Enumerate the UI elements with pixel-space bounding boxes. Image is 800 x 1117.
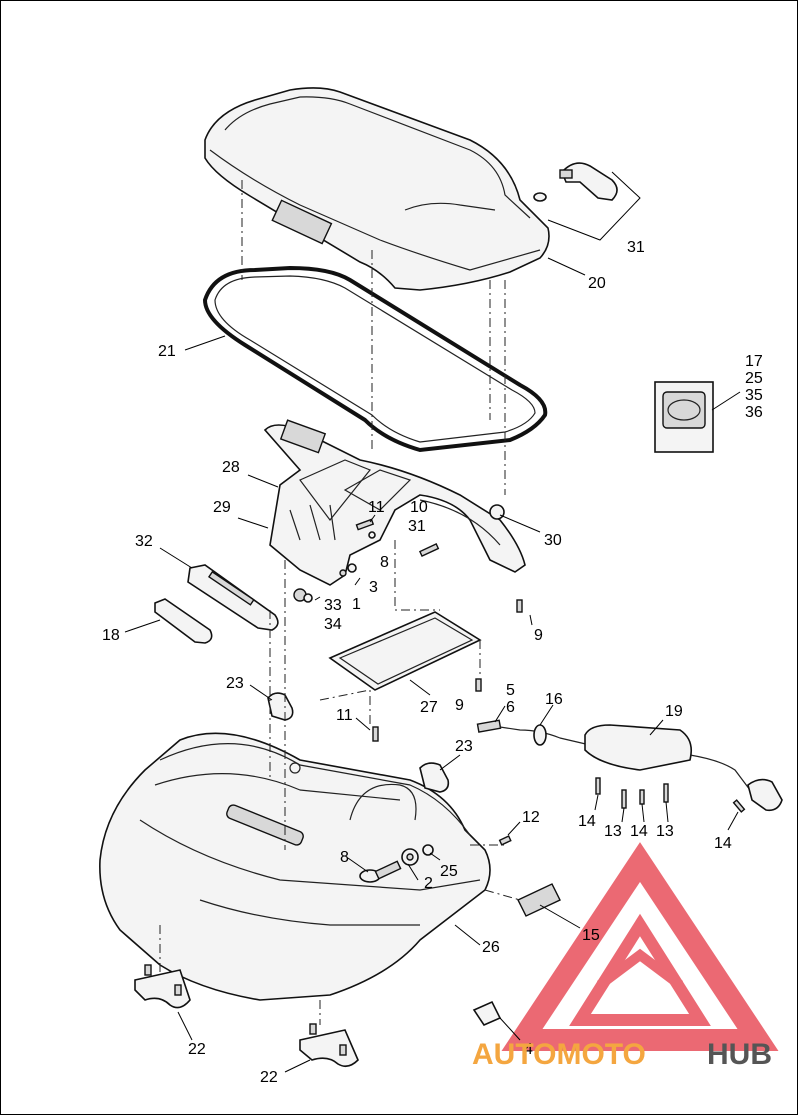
- callout-25b: 25: [440, 863, 458, 880]
- watermark-text: AUTOMOTO HUB: [472, 1038, 772, 1071]
- mount-22-lower: [299, 1023, 359, 1068]
- callout-32: 32: [135, 533, 153, 550]
- alignment-lines: [159, 180, 521, 1025]
- inner-frame-part: [263, 419, 526, 586]
- callout-21: 21: [158, 343, 176, 360]
- latch-hardware-part: [359, 835, 512, 883]
- callout-14a: 14: [578, 813, 596, 830]
- callout-8b: 8: [340, 849, 349, 866]
- callout-6: 6: [506, 699, 515, 716]
- callout-8: 8: [380, 554, 389, 571]
- callout-9b: 9: [455, 697, 464, 714]
- latch-plate-part: [154, 598, 213, 644]
- watermark-text-part1: AUTOMOTO: [472, 1038, 646, 1071]
- callout-10: 10: [410, 499, 428, 516]
- lid-handle-part: [533, 162, 618, 202]
- callout-12: 12: [522, 809, 540, 826]
- callout-5: 5: [506, 682, 515, 699]
- clip-23-left: [267, 692, 294, 721]
- hardware-fasteners: [293, 504, 523, 742]
- watermark-text-part2: HUB: [707, 1038, 772, 1071]
- clip-23-right: [419, 762, 450, 793]
- remote-latch-module-part: [476, 719, 783, 813]
- reflector-15-part: [517, 883, 561, 917]
- trim-strip-part: [187, 564, 279, 631]
- callout-29: 29: [213, 499, 231, 516]
- decal-kit-part: [654, 381, 714, 453]
- callout-23: 23: [226, 675, 244, 692]
- callout-27: 27: [420, 699, 438, 716]
- callout-30: 30: [544, 532, 562, 549]
- lid-part: [204, 87, 550, 291]
- callout-28: 28: [222, 459, 240, 476]
- callout-35: 35: [745, 387, 763, 404]
- callout-labels: 31 20 21 17 25 35 36 28 29 11 10 31 30 8…: [102, 239, 763, 1086]
- callout-16: 16: [545, 691, 563, 708]
- callout-31: 31: [627, 239, 645, 256]
- callout-4: 4: [524, 1041, 533, 1058]
- callout-14c: 14: [714, 835, 732, 852]
- callout-11b: 11: [336, 707, 353, 724]
- callout-25: 25: [745, 370, 763, 387]
- seal-part: [202, 265, 548, 453]
- watermark-logo: [501, 842, 779, 1051]
- callout-31b: 31: [408, 518, 426, 535]
- callout-22: 22: [188, 1041, 206, 1058]
- callout-20: 20: [588, 275, 606, 292]
- mount-22-upper: [134, 964, 191, 1009]
- callout-26: 26: [482, 939, 500, 956]
- callout-14b: 14: [630, 823, 648, 840]
- callout-2: 2: [424, 875, 433, 892]
- callout-9: 9: [534, 627, 543, 644]
- callout-13b: 13: [656, 823, 674, 840]
- clip-4-part: [472, 1000, 502, 1027]
- bracket-31: [547, 171, 641, 241]
- callout-34: 34: [324, 616, 342, 633]
- saddlebag-body-part: [99, 732, 491, 1001]
- callout-1: 1: [352, 596, 361, 613]
- callout-15: 15: [582, 927, 600, 944]
- callout-11: 11: [368, 499, 385, 516]
- callout-23b: 23: [455, 738, 473, 755]
- callout-33: 33: [324, 597, 342, 614]
- callout-17: 17: [745, 353, 763, 370]
- panel-27-part: [328, 611, 482, 691]
- callout-13a: 13: [604, 823, 622, 840]
- leader-lines: [124, 257, 741, 1073]
- callout-3: 3: [369, 579, 378, 596]
- callout-18: 18: [102, 627, 120, 644]
- callout-36: 36: [745, 404, 763, 421]
- callout-22b: 22: [260, 1069, 278, 1086]
- callout-19: 19: [665, 703, 683, 720]
